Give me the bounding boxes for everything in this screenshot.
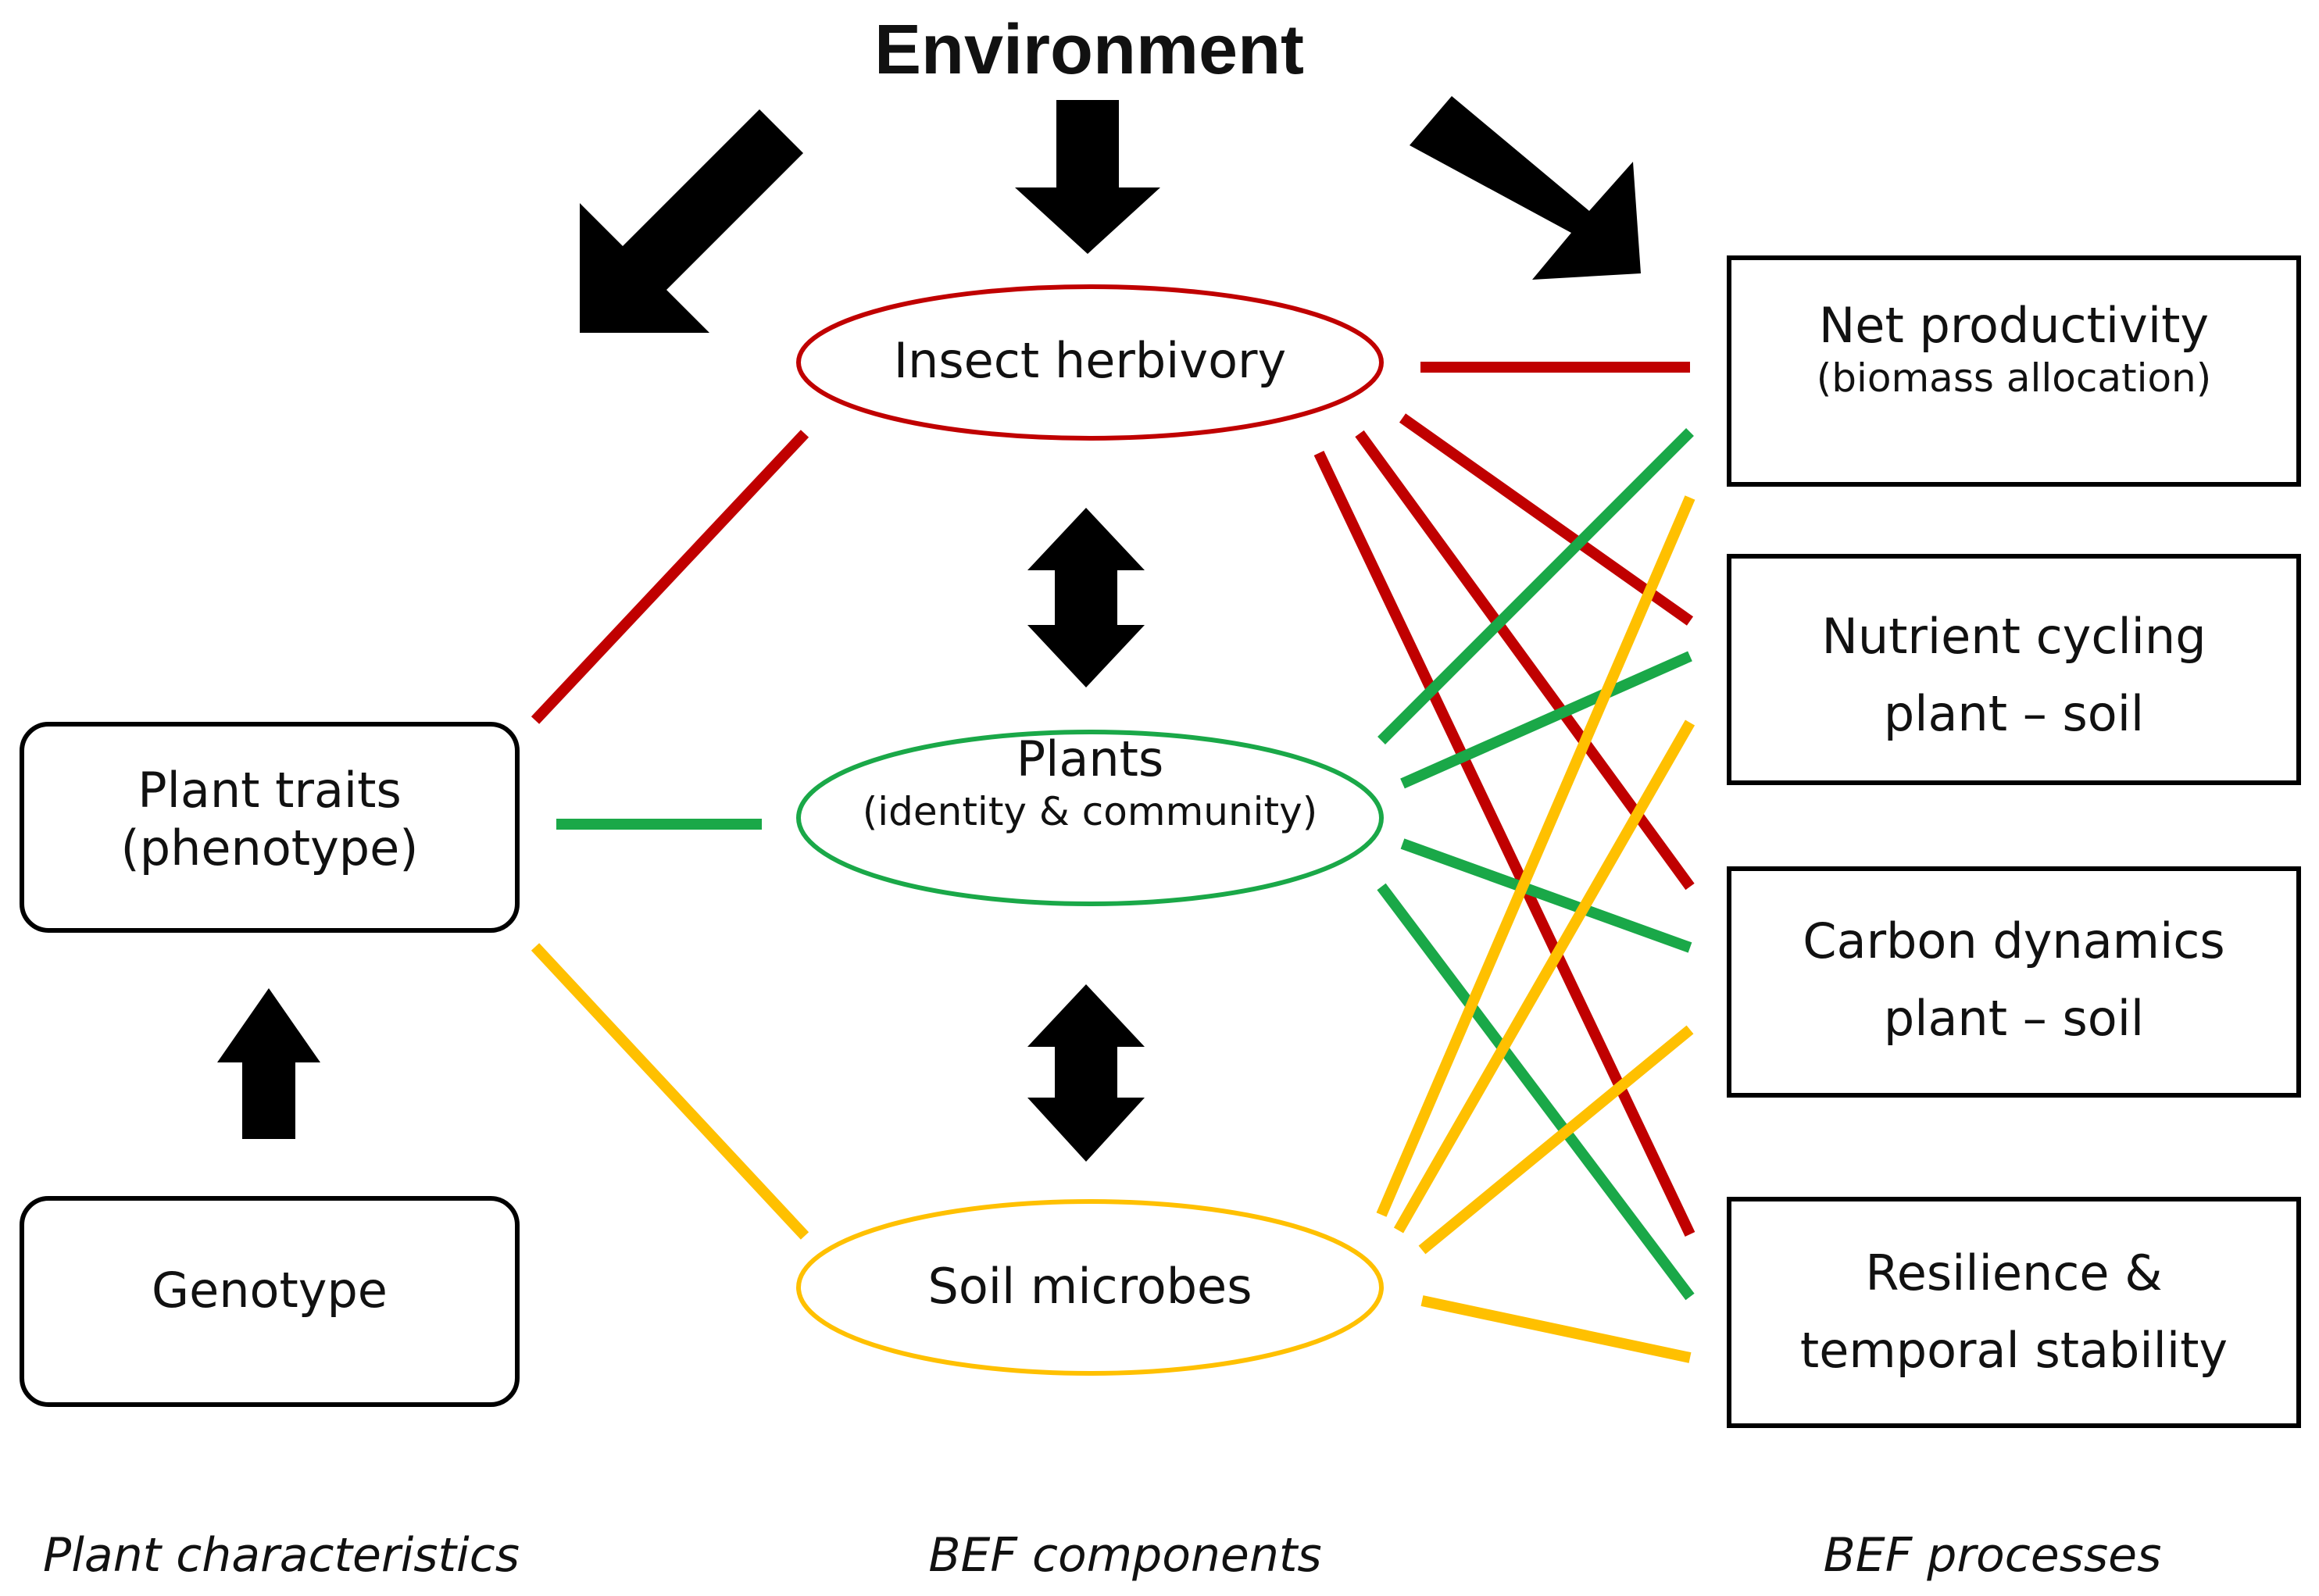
link-microbes-net-productivity [1376,495,1695,1217]
resilience-label: Resilience & temporal stability [1729,1234,2299,1389]
link-herbivory-resilience [1313,450,1695,1237]
insect-herbivory-label: Insect herbivory [893,332,1287,389]
nutrient-cycling-box [1727,554,2301,785]
environment-title: Environment [874,11,1305,89]
net-productivity-line2: (biomass allocation) [1816,355,2212,402]
link-plants-net-productivity [1377,428,1694,744]
arrow-env-to-plant-traits [580,109,803,333]
insect-herbivory-ellipse [796,284,1384,441]
carbon-dynamics-line1: Carbon dynamics [1803,912,2225,969]
nutrient-cycling-line2: plant – soil [1883,685,2145,743]
carbon-dynamics-label: Carbon dynamics plant – soil [1729,902,2299,1057]
nutrient-cycling-line1: Nutrient cycling [1821,608,2206,665]
link-plants-carbon-dynamics [1400,838,1692,953]
net-productivity-line1: Net productivity [1818,297,2210,354]
net-productivity-label: Net productivity (biomass allocation) [1729,297,2299,402]
link-microbes-resilience [1420,1295,1692,1363]
microbes-links [531,495,1695,1363]
soil-microbes-ellipse [796,1199,1384,1376]
plants-links [556,428,1695,1301]
plants-label: Plants (identity & community) [799,730,1381,835]
caption-bef-processes: BEF processes [1823,1528,2162,1583]
soil-microbes-label: Soil microbes [927,1258,1252,1315]
link-microbes-carbon-dynamics [1418,1025,1694,1255]
carbon-dynamics-box [1727,866,2301,1098]
plant-traits-line1: Plant traits [138,762,402,819]
double-arrow-herbivory-plants [1027,508,1145,687]
link-microbes-plant-traits [531,943,809,1240]
link-herbivory-nutrient-cycling [1399,413,1694,626]
carbon-dynamics-line2: plant – soil [1883,990,2145,1048]
environment-arrows [580,96,1641,333]
caption-plant-characteristics: Plant characteristics [43,1528,520,1583]
nutrient-cycling-label: Nutrient cycling plant – soil [1729,598,2299,752]
arrow-env-to-herbivory [1015,100,1160,254]
plants-ellipse [796,730,1384,906]
double-arrow-plants-microbes [1027,984,1145,1162]
arrow-genotype-to-plant-traits [217,988,320,1139]
link-microbes-nutrient-cycling [1393,719,1695,1234]
resilience-line1: Resilience & [1865,1244,2163,1301]
link-plants-nutrient-cycling [1400,651,1692,789]
genotype-label: Genotype [152,1262,388,1319]
plant-traits-box [20,722,520,933]
resilience-line2: temporal stability [1799,1322,2228,1380]
net-productivity-box [1727,255,2301,487]
link-plants-resilience [1377,883,1695,1301]
link-herbivory-plant-traits [531,430,809,724]
genotype-box [20,1196,520,1407]
plant-traits-label: Plant traits (phenotype) [22,762,517,878]
caption-bef-components: BEF components [928,1528,1322,1583]
plants-line1: Plants [1016,730,1164,787]
resilience-box [1727,1197,2301,1428]
plant-traits-line2: (phenotype) [120,819,419,877]
plants-line2: (identity & community) [862,789,1318,835]
arrow-env-to-processes [1410,96,1641,280]
